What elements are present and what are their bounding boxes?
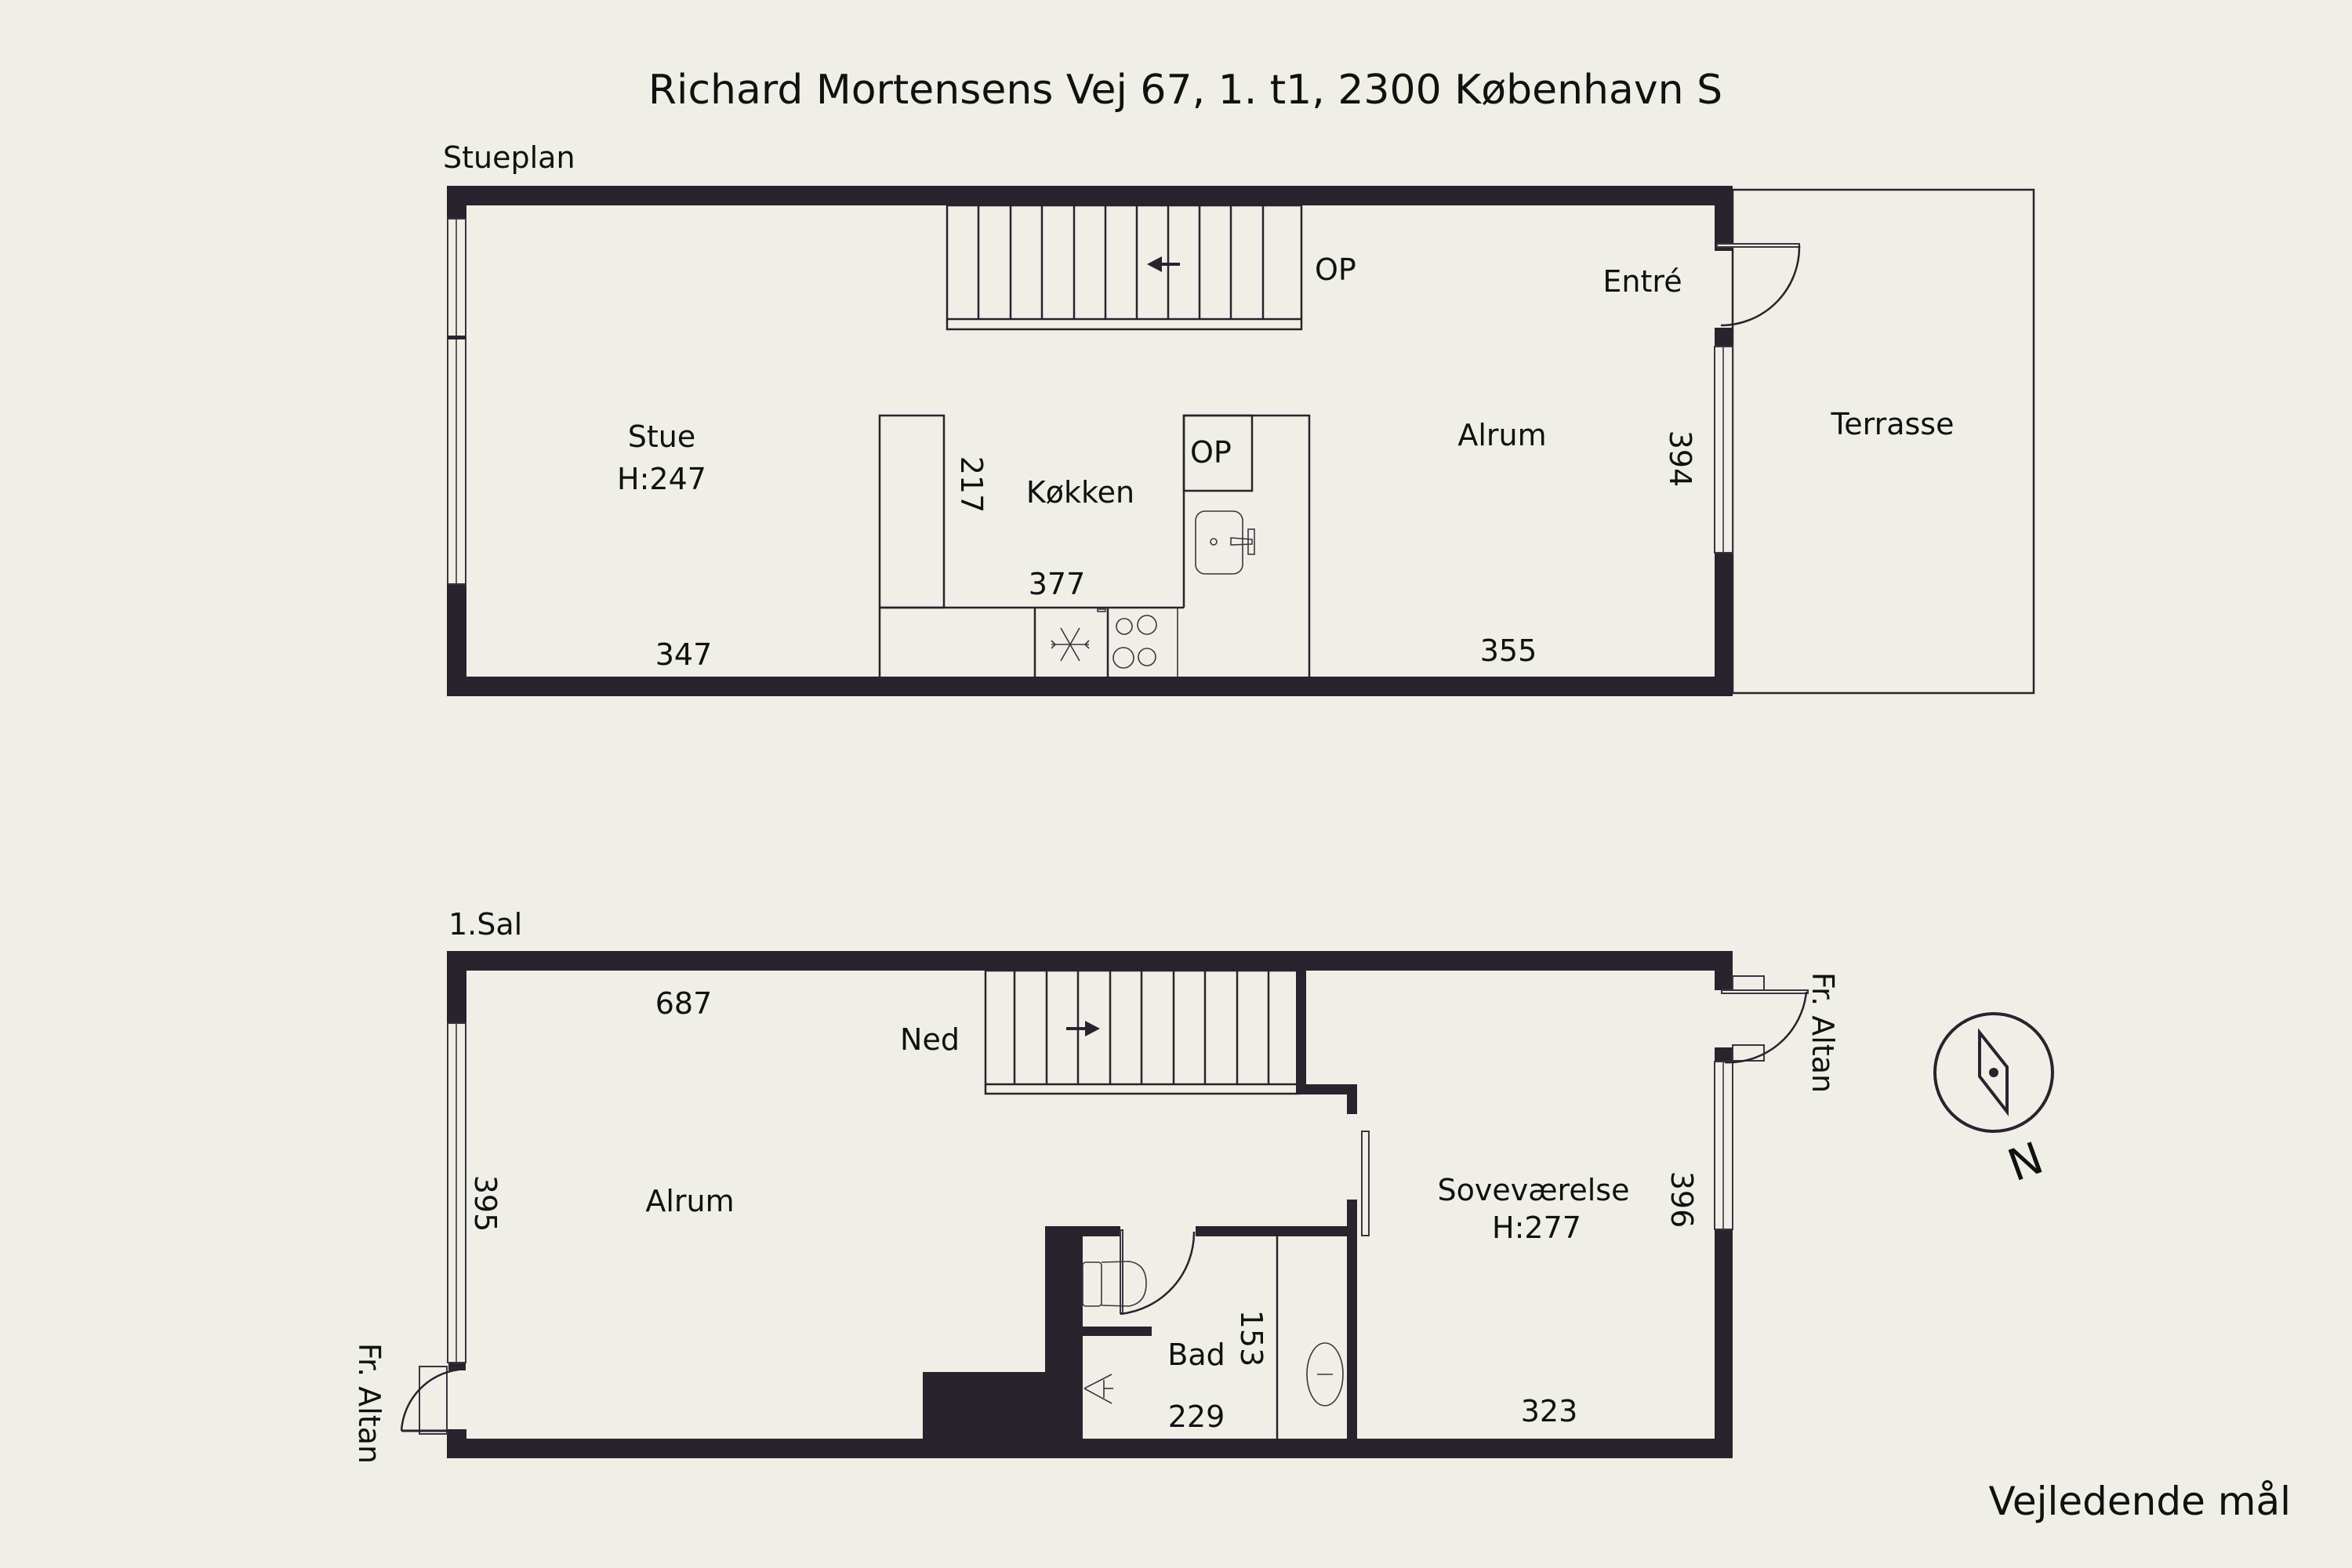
stairs-down xyxy=(984,969,1301,1095)
window-left-1 xyxy=(447,1022,466,1363)
bath-pillar xyxy=(1045,1226,1083,1443)
dim-alrum-first-depth: 395 xyxy=(468,1175,503,1232)
room-label-sovevaerelse: Soveværelse xyxy=(1438,1173,1630,1207)
window-right xyxy=(1714,346,1733,554)
stair-label-down: Ned xyxy=(900,1022,960,1057)
toilet-icon xyxy=(1082,1261,1147,1307)
dim-sovevaerelse-width: 323 xyxy=(1521,1394,1578,1428)
ground-floor: Stueplan xyxy=(443,140,2035,696)
room-label-stue: Stue xyxy=(628,419,695,454)
washbasin-icon xyxy=(1306,1342,1344,1406)
dim-kokken-depth: 217 xyxy=(954,456,989,514)
window-left xyxy=(447,218,466,585)
wall-right-bottom-1 xyxy=(1715,1229,1733,1458)
refrigerator-icon xyxy=(1051,627,1090,662)
partition-bedroom xyxy=(1347,1200,1357,1443)
dim-bad-width: 229 xyxy=(1168,1399,1225,1434)
room-label-terrasse: Terrasse xyxy=(1831,407,1955,441)
sliding-door[interactable] xyxy=(1361,1131,1370,1236)
terrace-outline xyxy=(1731,188,2035,695)
arrow-left-icon xyxy=(1147,256,1180,272)
bath-block xyxy=(923,1372,1048,1443)
cabinet-label-op: OP xyxy=(1190,435,1232,470)
room-height-stue: H:247 xyxy=(617,462,706,496)
compass-north-label: N xyxy=(2002,1133,2050,1192)
wall-right-bottom xyxy=(1715,553,1733,696)
page-title: Richard Mortensens Vej 67, 1. t1, 2300 K… xyxy=(648,67,1722,114)
dim-alrum-ground-depth: 394 xyxy=(1663,430,1697,488)
room-label-entre: Entré xyxy=(1602,264,1682,299)
bathroom-door[interactable] xyxy=(1120,1229,1196,1316)
stair-label-up: OP xyxy=(1315,252,1356,287)
dim-sovevaerelse-depth: 396 xyxy=(1664,1171,1699,1229)
room-label-bad: Bad xyxy=(1167,1338,1225,1372)
wall-bottom xyxy=(447,677,1733,696)
wall-right-top xyxy=(1715,186,1733,251)
first-floor: 1.Sal Fr. Altan xyxy=(352,907,1840,1464)
kitchen-sink-icon xyxy=(1195,510,1255,575)
cooktop-icon xyxy=(1097,608,1157,669)
room-height-sovevaerelse: H:277 xyxy=(1492,1210,1581,1245)
room-label-alrum-ground: Alrum xyxy=(1457,418,1546,452)
shower-icon xyxy=(1083,1374,1113,1404)
room-label-alrum-first: Alrum xyxy=(645,1184,734,1218)
kitchen-cabinets xyxy=(878,414,1311,677)
window-right-1 xyxy=(1714,1061,1733,1230)
dim-bad-depth: 153 xyxy=(1234,1310,1269,1367)
floor-label-first: 1.Sal xyxy=(448,907,522,942)
balcony-door-right[interactable] xyxy=(1721,975,1809,1064)
room-label-kokken: Køkken xyxy=(1026,475,1134,510)
floor-label-ground: Stueplan xyxy=(443,140,575,175)
wall-right-top-1 xyxy=(1715,951,1733,990)
partition-stair xyxy=(1296,971,1306,1094)
dim-stue-width: 347 xyxy=(655,637,713,672)
disclaimer-label: Vejledende mål xyxy=(1989,1479,2291,1524)
wall-left-top xyxy=(447,186,466,219)
entrance-door[interactable] xyxy=(1716,243,1801,327)
arrow-right-icon xyxy=(1066,1021,1100,1036)
stairs-up xyxy=(946,204,1303,331)
wall-bottom-1 xyxy=(447,1439,1733,1458)
dim-alrum-first-width: 687 xyxy=(655,986,713,1021)
wall-left-bottom-1 xyxy=(447,1429,466,1458)
wall-left-top-1 xyxy=(447,951,466,1023)
wall-left-bottom xyxy=(447,584,466,696)
wall-right-mid xyxy=(1715,328,1733,347)
compass-icon: N xyxy=(1933,1012,2054,1192)
wall-top-1 xyxy=(447,951,1733,971)
balcony-label-right: Fr. Altan xyxy=(1806,972,1840,1093)
dim-alrum-ground-width: 355 xyxy=(1480,633,1537,668)
dim-kokken-width: 377 xyxy=(1029,567,1086,601)
wall-top xyxy=(447,186,1733,205)
balcony-label-left: Fr. Altan xyxy=(352,1343,387,1464)
balcony-door-left[interactable] xyxy=(400,1366,459,1435)
